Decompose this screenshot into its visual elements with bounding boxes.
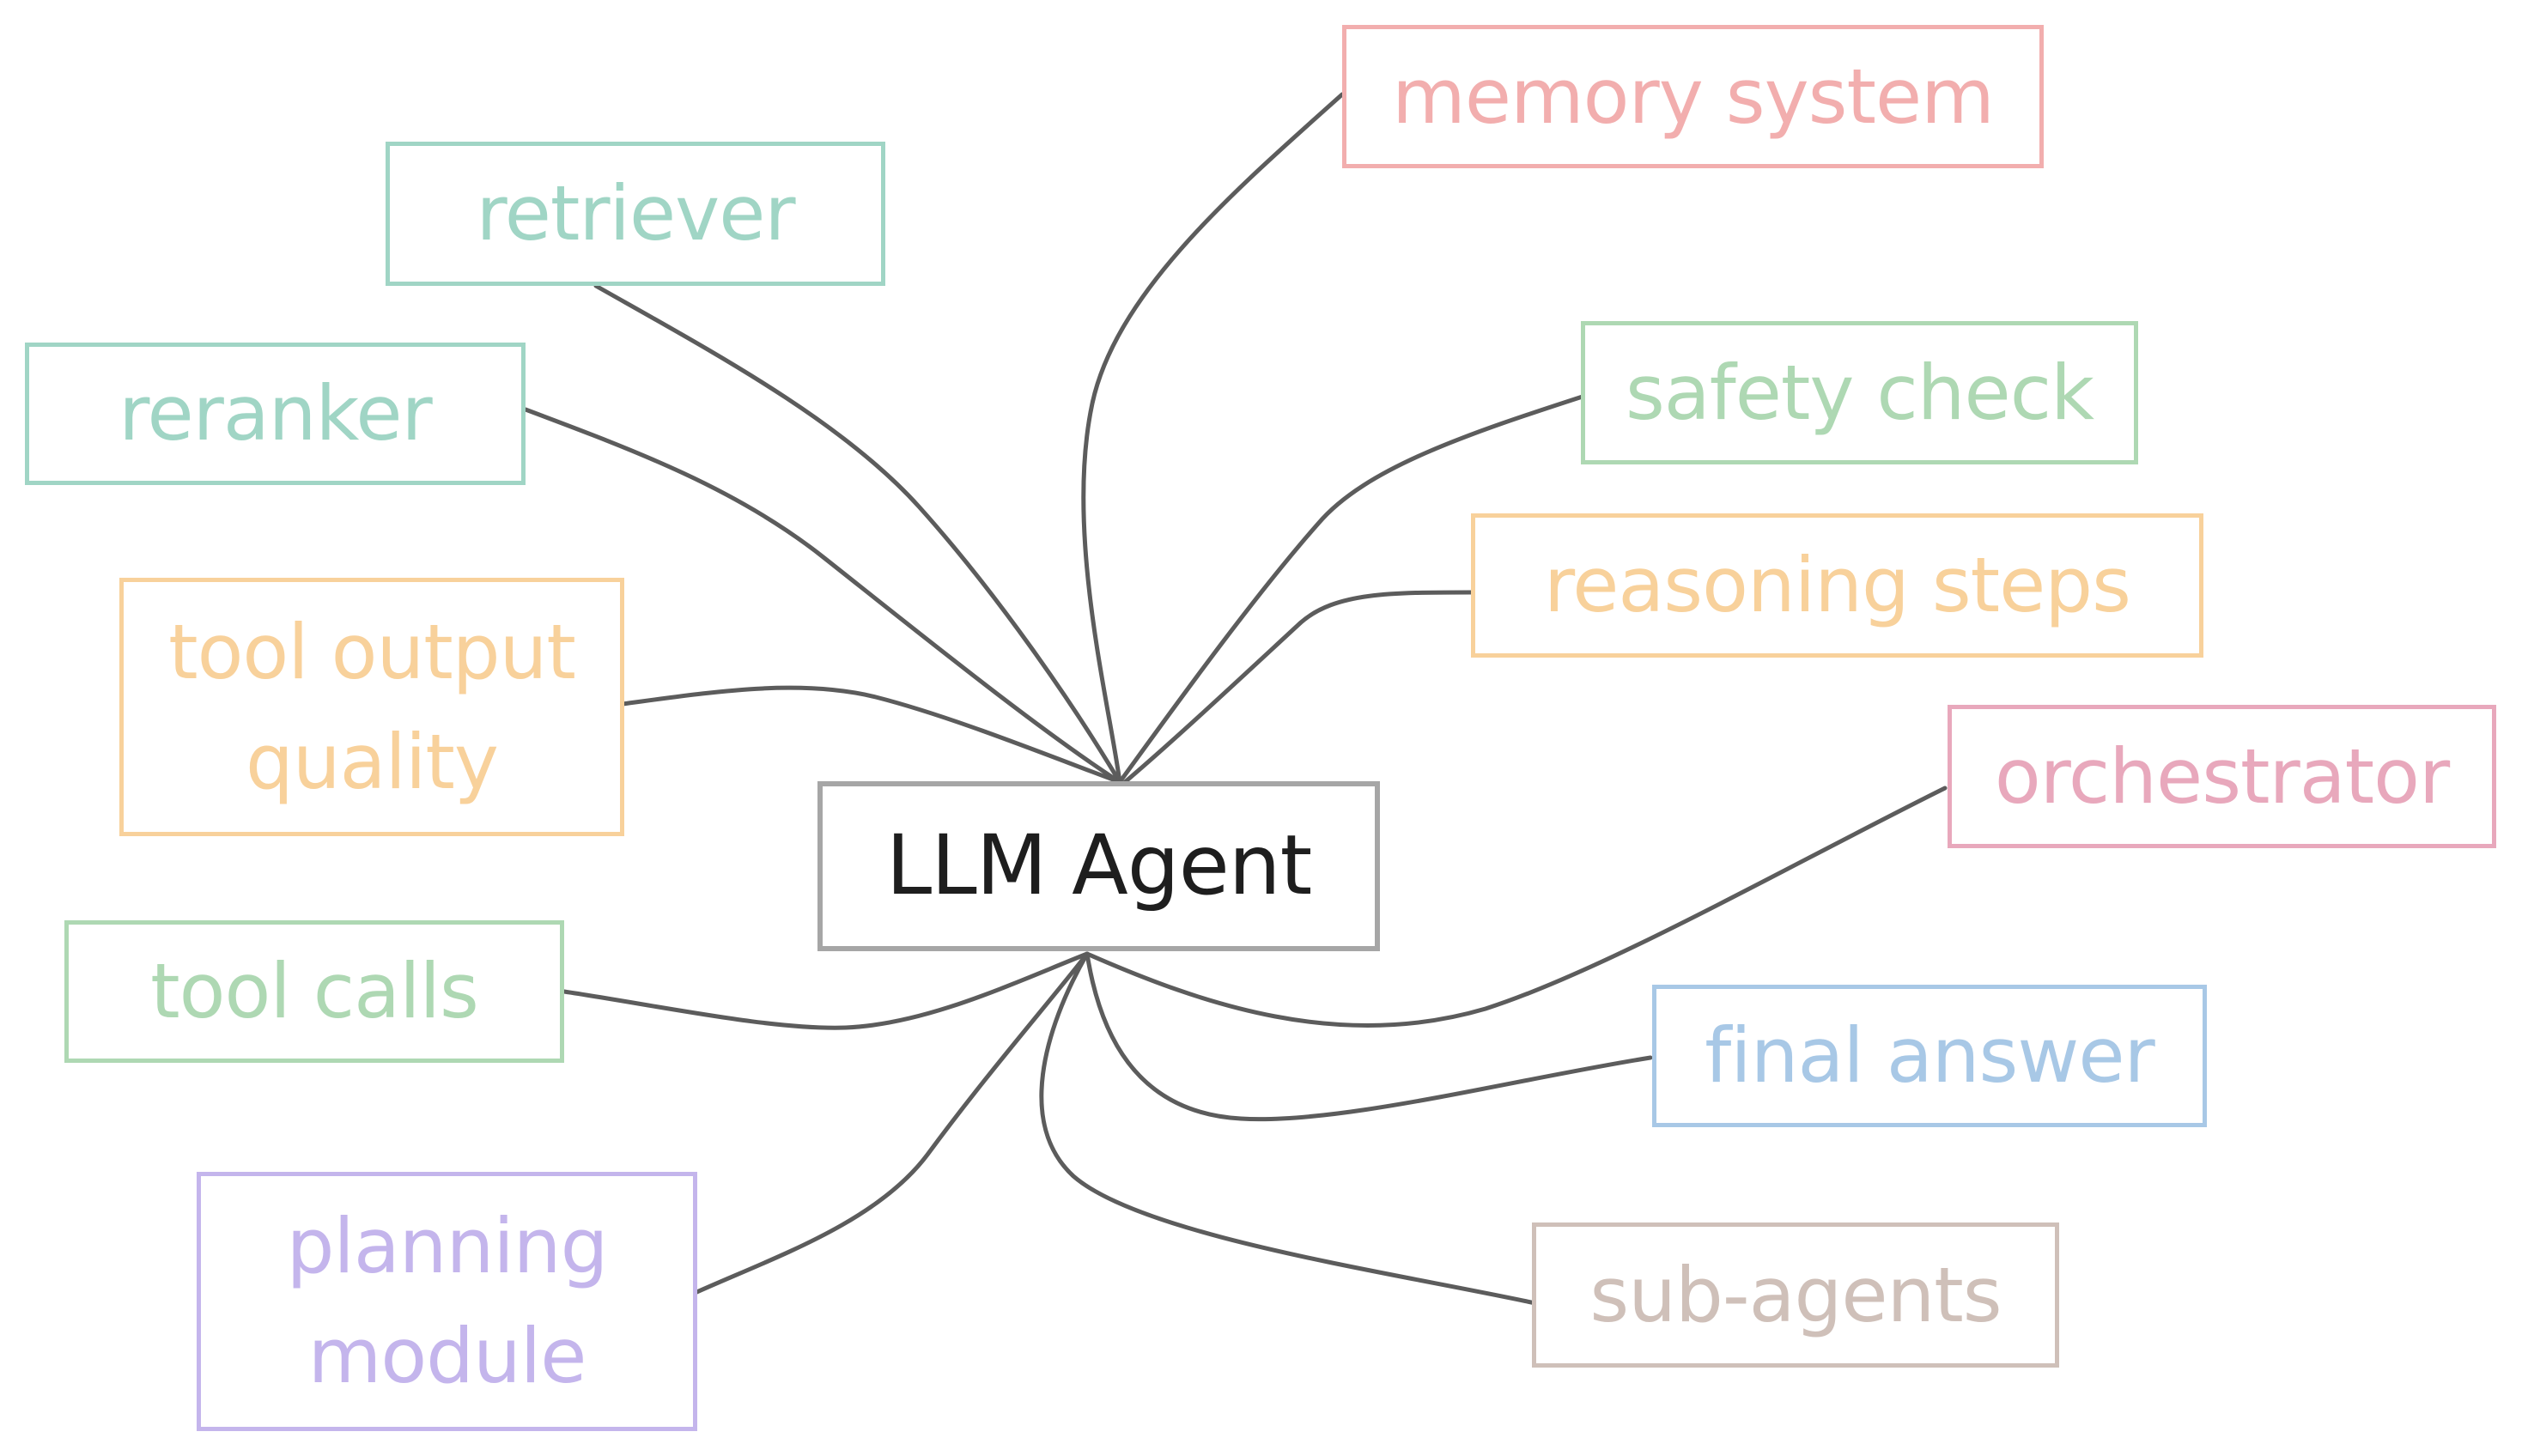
node-reranker[interactable]: reranker xyxy=(25,343,526,485)
node-label-line-1: tool output xyxy=(168,607,576,696)
node-label-line-2: module xyxy=(307,1312,587,1400)
node-final-answer[interactable]: final answer xyxy=(1652,985,2207,1127)
node-label: sub-agents xyxy=(1589,1250,2002,1339)
edge-planning-module xyxy=(690,951,1090,1296)
node-memory-system[interactable]: memory system xyxy=(1342,25,2044,168)
node-label-line-1: planning xyxy=(286,1202,609,1291)
node-label-line-2: quality xyxy=(245,717,499,806)
edge-reranker xyxy=(523,407,1122,785)
edge-reasoning-steps xyxy=(1122,590,1474,785)
node-label: orchestrator xyxy=(1994,731,2450,821)
edge-retriever xyxy=(593,283,1122,785)
node-sub-agents[interactable]: sub-agents xyxy=(1532,1222,2059,1368)
edge-memory-system xyxy=(1081,92,1345,785)
node-label: reasoning steps xyxy=(1543,541,2131,630)
node-reasoning-steps[interactable]: reasoning steps xyxy=(1471,513,2203,658)
node-label: final answer xyxy=(1705,1011,2154,1101)
node-orchestrator[interactable]: orchestrator xyxy=(1948,705,2496,848)
node-retriever[interactable]: retriever xyxy=(386,142,885,286)
node-label: retriever xyxy=(476,169,795,258)
node-label: tool calls xyxy=(150,947,479,1036)
node-tool-output-quality[interactable]: tool output quality xyxy=(119,578,624,836)
edge-safety-check xyxy=(1117,392,1590,785)
edge-final-answer xyxy=(1085,951,1653,1122)
node-planning-module[interactable]: planning module xyxy=(197,1172,697,1431)
node-label: reranker xyxy=(119,369,432,458)
node-label: memory system xyxy=(1392,52,1995,141)
edge-tool-calls xyxy=(562,951,1090,1030)
edge-tool-output-quality xyxy=(620,685,1122,785)
node-llm-agent[interactable]: LLM Agent xyxy=(817,781,1380,951)
node-tool-calls[interactable]: tool calls xyxy=(64,920,564,1063)
node-safety-check[interactable]: safety check xyxy=(1581,321,2138,464)
edge-orchestrator xyxy=(1085,786,1948,1028)
edge-sub-agents xyxy=(1039,951,1538,1306)
node-label: safety check xyxy=(1625,348,2094,437)
node-label: LLM Agent xyxy=(885,817,1312,914)
